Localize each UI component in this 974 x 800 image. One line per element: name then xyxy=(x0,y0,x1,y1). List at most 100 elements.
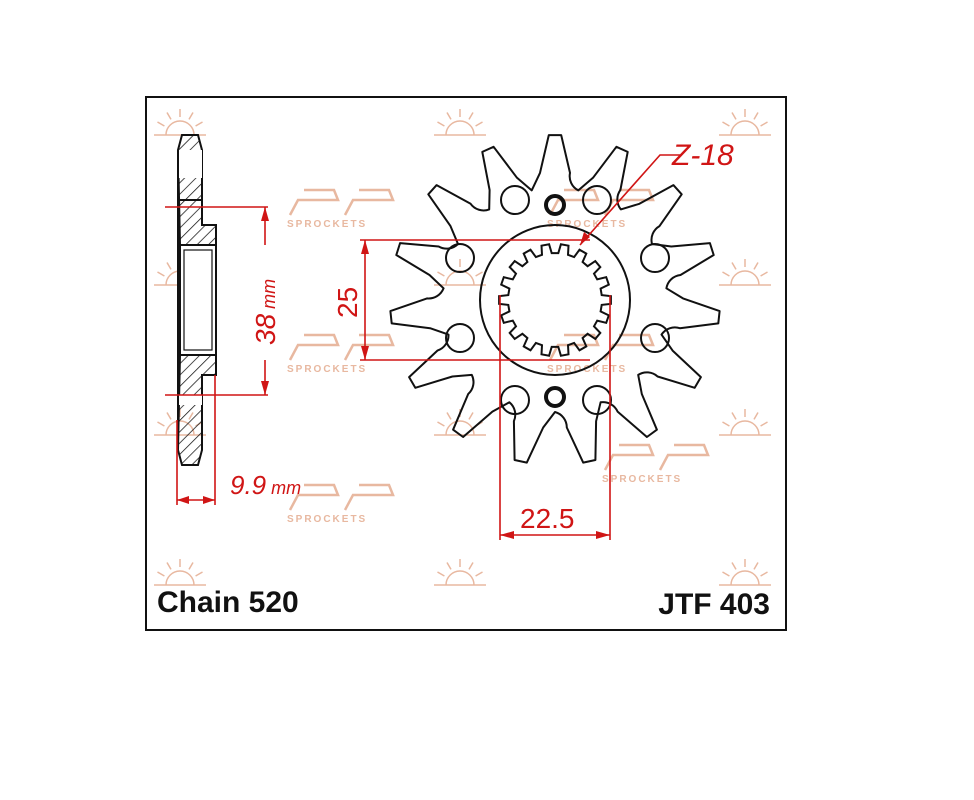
sun-ray xyxy=(437,571,445,577)
lightening-hole xyxy=(445,243,475,273)
sun-ray xyxy=(468,112,474,120)
sun-ray xyxy=(753,112,759,120)
sun-logo-icon xyxy=(434,559,486,586)
sun-logo-icon xyxy=(719,259,771,286)
watermark-text: SPROCKETS xyxy=(602,474,682,485)
sun-arc xyxy=(730,120,760,136)
sun-arc xyxy=(730,570,760,586)
sun-ray xyxy=(475,571,483,577)
chain-label: Chain 520 xyxy=(157,586,299,619)
sun-ray xyxy=(731,262,737,270)
sun-ray xyxy=(753,262,759,270)
lightening-hole xyxy=(640,243,670,273)
bolt-hole xyxy=(544,386,566,408)
teeth-count-label: Z-18 xyxy=(671,139,734,172)
hub-circle xyxy=(479,224,631,376)
sun-ray xyxy=(753,562,759,570)
watermark-text: SPROCKETS xyxy=(287,364,367,375)
sun-ray xyxy=(731,412,737,420)
sun-ray xyxy=(722,571,730,577)
height-dimension-label: 38mm xyxy=(250,279,281,345)
lightening-hole xyxy=(500,385,530,415)
sun-ray xyxy=(157,121,165,127)
sun-logo-icon xyxy=(719,559,771,586)
watermark-text: SPROCKETS xyxy=(287,514,367,525)
sun-ray xyxy=(157,271,165,277)
sun-ray xyxy=(195,121,203,127)
jt-logo-watermark: SPROCKETS xyxy=(602,443,710,485)
sun-arc xyxy=(730,420,760,436)
dimension-lines xyxy=(165,154,680,540)
sun-ray xyxy=(468,562,474,570)
lightening-hole xyxy=(445,323,475,353)
sun-arc xyxy=(165,570,195,586)
sun-ray xyxy=(760,121,768,127)
jt-logo-shape xyxy=(288,188,395,216)
jt-logo-shape xyxy=(548,333,655,361)
watermark-text: SPROCKETS xyxy=(547,219,627,230)
sun-ray xyxy=(475,121,483,127)
watermark-text: SPROCKETS xyxy=(547,364,627,375)
spline-bore xyxy=(498,243,612,357)
sun-ray xyxy=(195,571,203,577)
jt-logo-shape xyxy=(603,443,710,471)
sun-ray xyxy=(157,421,165,427)
sun-ray xyxy=(437,271,445,277)
sun-ray xyxy=(446,112,452,120)
sprocket-face xyxy=(389,134,721,464)
sun-ray xyxy=(468,412,474,420)
jt-logo-watermark: SPROCKETS xyxy=(287,188,395,230)
sun-ray xyxy=(760,421,768,427)
sun-ray xyxy=(760,271,768,277)
side-profile xyxy=(176,134,217,466)
part-number: JTF 403 xyxy=(658,588,770,621)
sun-arc xyxy=(445,120,475,136)
sun-arc xyxy=(730,270,760,286)
dimension-arrows xyxy=(177,207,610,539)
jt-logo-watermark: SPROCKETS xyxy=(287,483,395,525)
sun-ray xyxy=(722,421,730,427)
sun-logo-icon xyxy=(154,559,206,586)
jt-logo-watermark: SPROCKETS xyxy=(287,333,395,375)
sun-ray xyxy=(753,412,759,420)
sun-ray xyxy=(446,562,452,570)
sun-ray xyxy=(437,121,445,127)
sun-ray xyxy=(731,562,737,570)
jt-logo-shape xyxy=(288,333,395,361)
sun-logo-icon xyxy=(434,109,486,136)
sun-ray xyxy=(437,421,445,427)
lightening-hole xyxy=(582,185,612,215)
sun-ray xyxy=(188,562,194,570)
spline-height-label: 25 xyxy=(332,287,363,318)
lightening-hole xyxy=(640,323,670,353)
sun-ray xyxy=(446,412,452,420)
sprocket-outline xyxy=(389,134,721,464)
watermark-text: SPROCKETS xyxy=(287,219,367,230)
drawing-frame xyxy=(145,96,787,631)
sun-ray xyxy=(166,412,172,420)
sun-ray xyxy=(166,112,172,120)
sun-logo-icon xyxy=(154,109,206,136)
spline-width-label: 22.5 xyxy=(520,503,575,534)
lightening-hole xyxy=(582,385,612,415)
sun-ray xyxy=(157,571,165,577)
sun-arc xyxy=(165,120,195,136)
sun-arc xyxy=(445,420,475,436)
bolt-hole xyxy=(544,194,566,216)
sun-arc xyxy=(445,570,475,586)
sun-ray xyxy=(475,271,483,277)
jt-logo-shape xyxy=(288,483,395,511)
sun-arc xyxy=(445,270,475,286)
sun-logo-icon xyxy=(719,409,771,436)
sun-ray xyxy=(760,571,768,577)
sun-ray xyxy=(166,262,172,270)
watermark-layer: SPROCKETS SPROCKETS SPROCKETS SPROCKETS SPRO… xyxy=(154,109,771,586)
sun-ray xyxy=(722,271,730,277)
sun-ray xyxy=(166,562,172,570)
sun-logo-icon xyxy=(719,109,771,136)
sun-ray xyxy=(731,112,737,120)
sun-ray xyxy=(188,112,194,120)
lightening-hole xyxy=(500,185,530,215)
